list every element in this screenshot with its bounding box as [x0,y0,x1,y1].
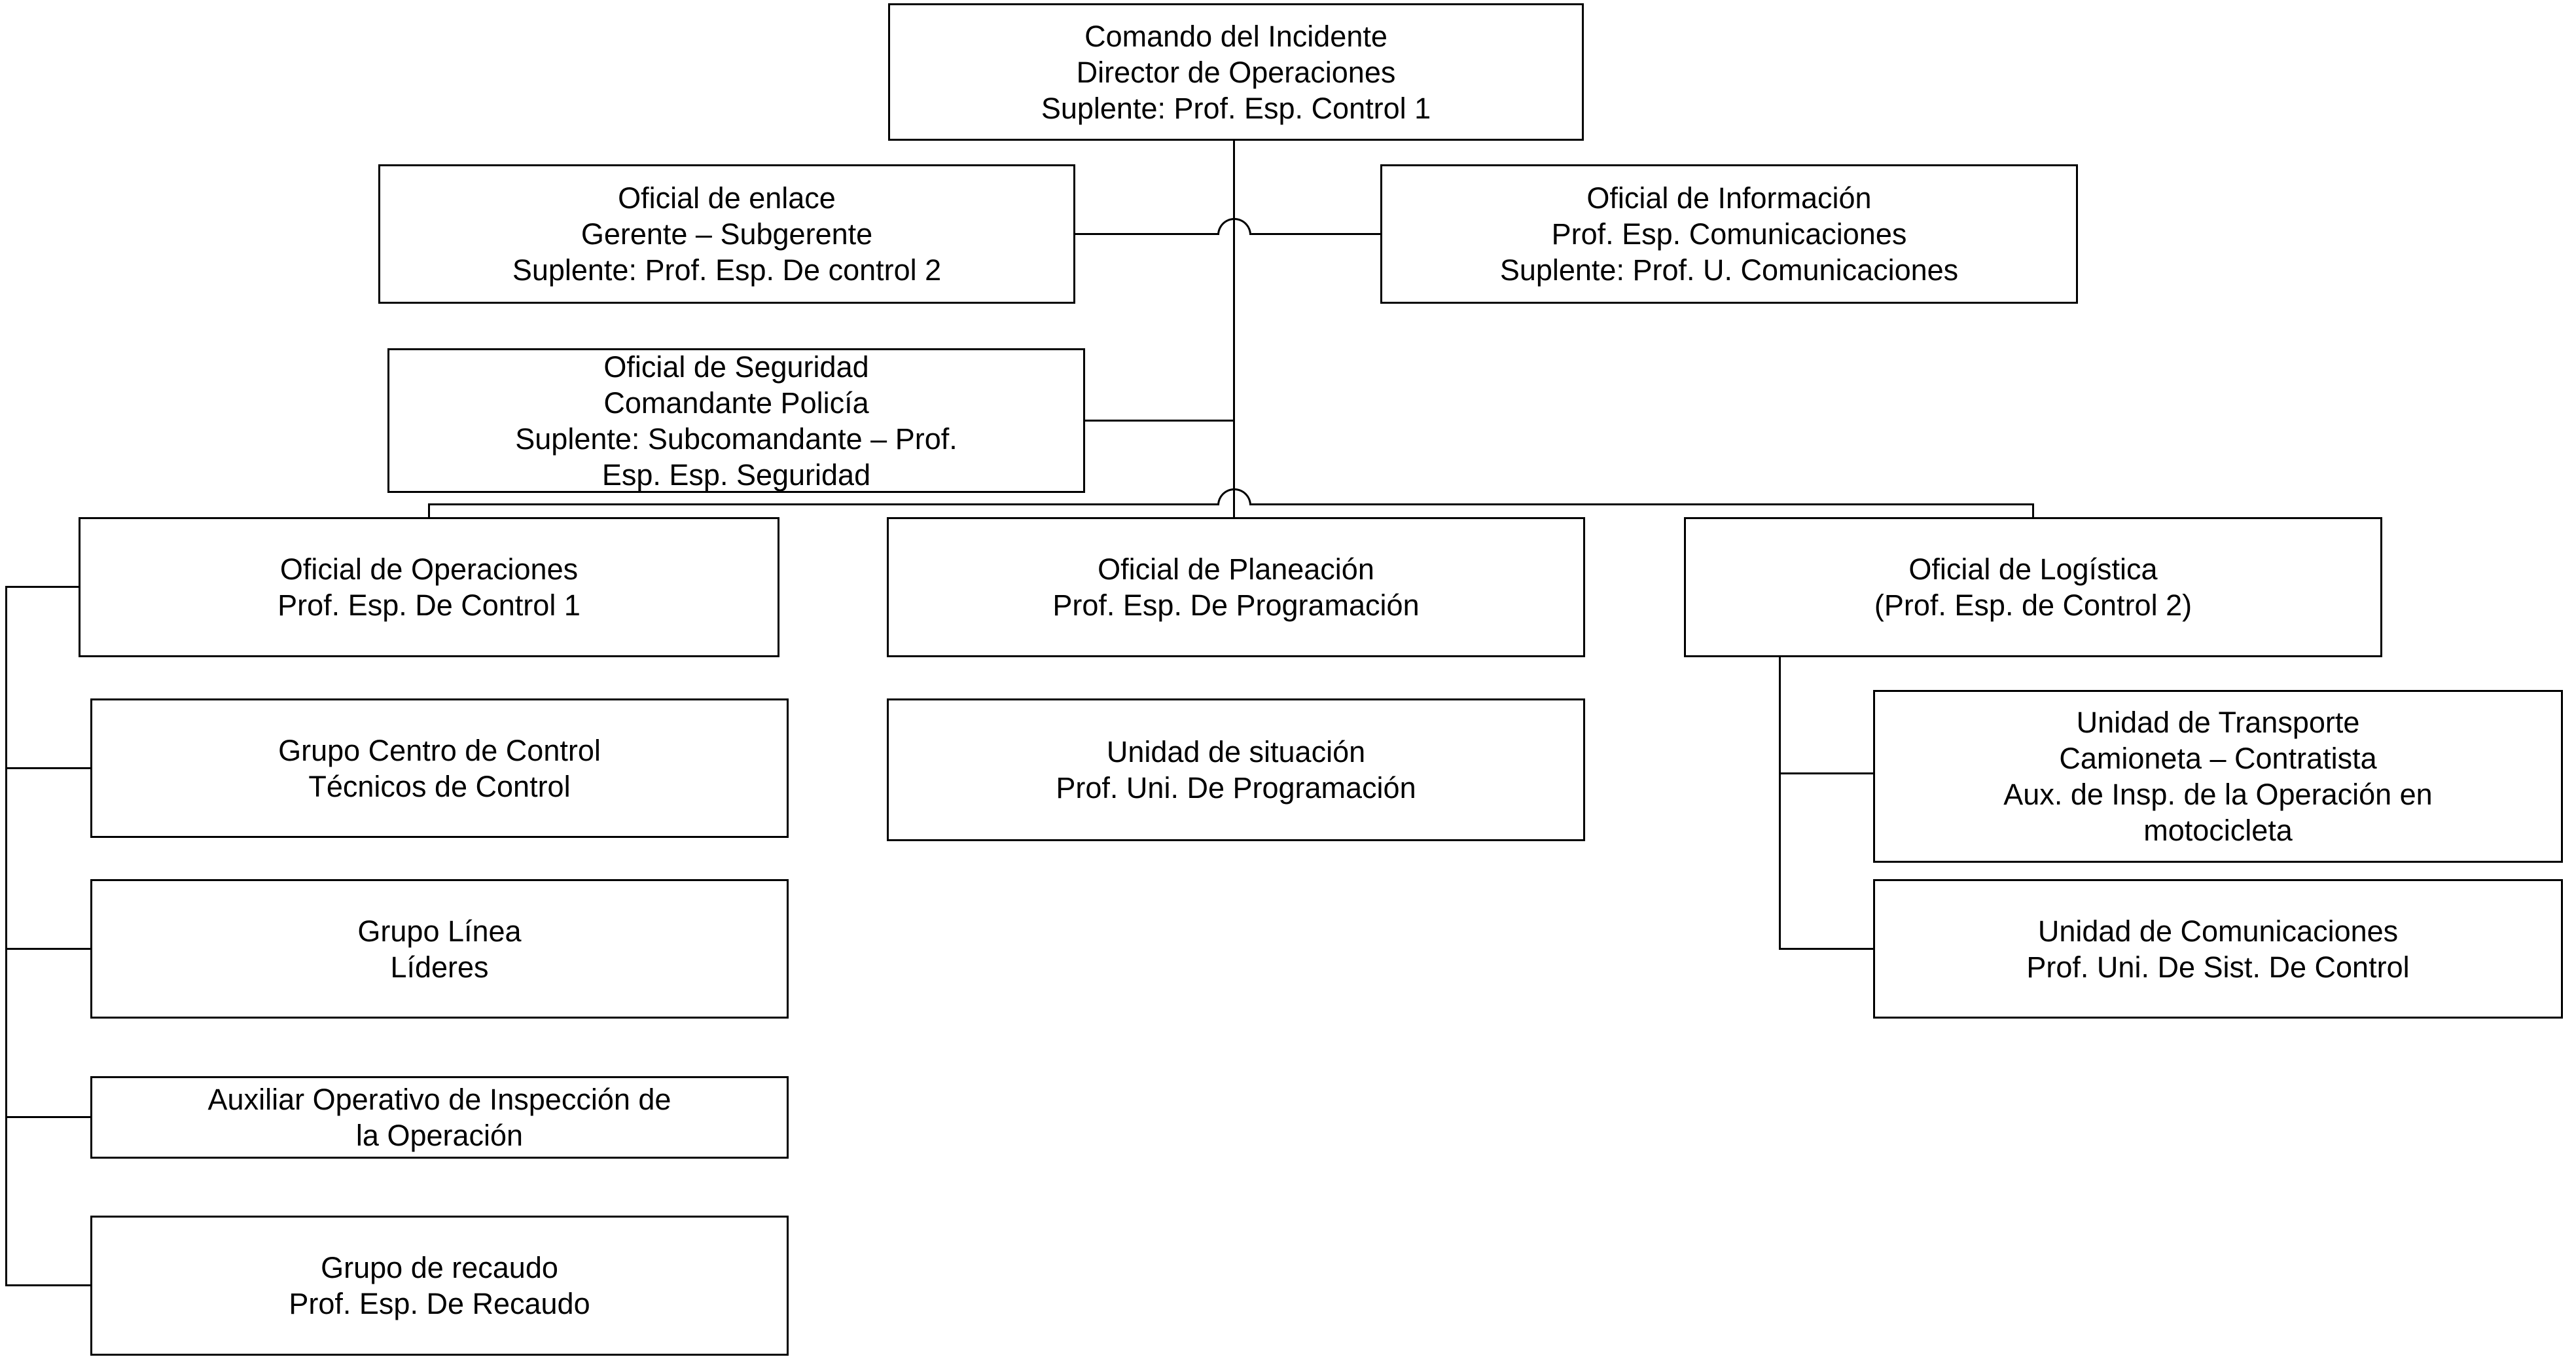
connector-operaciones-spine [5,587,7,1286]
org-node-oficial-de-logistica: Oficial de Logística (Prof. Esp. de Cont… [1684,517,2382,657]
connector-stub-grupo-linea [5,948,90,950]
org-node-grupo-linea: Grupo Línea Líderes [90,879,789,1019]
org-node-label: Oficial de Seguridad Comandante Policía … [515,350,957,492]
connector-drop-logistica [2032,503,2034,517]
connector-stub-recaudo [5,1284,90,1286]
org-node-label: Grupo de recaudo Prof. Esp. De Recaudo [289,1251,590,1320]
connector-drop-operaciones [428,503,430,517]
connector-seguridad-stub [1085,420,1235,422]
org-node-label: Unidad de Transporte Camioneta – Contrat… [2003,706,2433,847]
org-node-oficial-de-planeacion: Oficial de Planeación Prof. Esp. De Prog… [887,517,1585,657]
org-node-grupo-de-recaudo: Grupo de recaudo Prof. Esp. De Recaudo [90,1216,789,1356]
connector-comando-vertical [1233,141,1235,518]
org-node-unidad-de-comunicaciones: Unidad de Comunicaciones Prof. Uni. De S… [1873,879,2563,1019]
org-node-oficial-de-enlace: Oficial de enlace Gerente – Subgerente S… [378,164,1075,304]
org-node-label: Oficial de enlace Gerente – Subgerente S… [512,181,942,287]
org-node-label: Oficial de Planeación Prof. Esp. De Prog… [1052,552,1420,622]
org-node-label: Unidad de situación Prof. Uni. De Progra… [1056,735,1416,805]
connector-stub-operaciones [5,586,79,588]
org-node-label: Oficial de Logística (Prof. Esp. de Cont… [1874,552,2192,622]
org-node-oficial-de-operaciones: Oficial de Operaciones Prof. Esp. De Con… [79,517,779,657]
connector-stub-transporte [1779,772,1873,774]
connector-stub-grupo-centro [5,767,90,769]
org-node-unidad-de-transporte: Unidad de Transporte Camioneta – Contrat… [1873,690,2563,863]
org-node-label: Oficial de Información Prof. Esp. Comuni… [1499,181,1959,287]
org-node-label: Auxiliar Operativo de Inspección de la O… [207,1083,671,1152]
org-node-grupo-centro-de-control: Grupo Centro de Control Técnicos de Cont… [90,698,789,838]
connector-enlace-left-segment [1075,233,1218,235]
connector-stub-auxiliar [5,1116,90,1118]
org-node-comando-del-incidente: Comando del Incidente Director de Operac… [888,3,1584,141]
org-node-label: Unidad de Comunicaciones Prof. Uni. De S… [2026,914,2410,984]
org-node-oficial-de-informacion: Oficial de Información Prof. Esp. Comuni… [1380,164,2078,304]
org-node-label: Oficial de Operaciones Prof. Esp. De Con… [277,552,581,622]
connector-sections-right-segment [1251,503,2034,505]
org-node-auxiliar-operativo: Auxiliar Operativo de Inspección de la O… [90,1076,789,1159]
line-hop-arc-sections [1217,488,1251,505]
org-node-oficial-de-seguridad: Oficial de Seguridad Comandante Policía … [387,348,1085,493]
connector-stub-comunicaciones [1779,948,1873,950]
org-node-label: Comando del Incidente Director de Operac… [1041,19,1431,125]
connector-informacion-right-segment [1251,233,1380,235]
org-node-unidad-de-situacion: Unidad de situación Prof. Uni. De Progra… [887,698,1585,841]
line-hop-arc-enlace-informacion [1217,218,1251,235]
org-node-label: Grupo Centro de Control Técnicos de Cont… [278,733,601,803]
org-node-label: Grupo Línea Líderes [357,914,522,984]
connector-sections-left-segment [428,503,1218,505]
connector-logistica-spine [1779,657,1781,950]
